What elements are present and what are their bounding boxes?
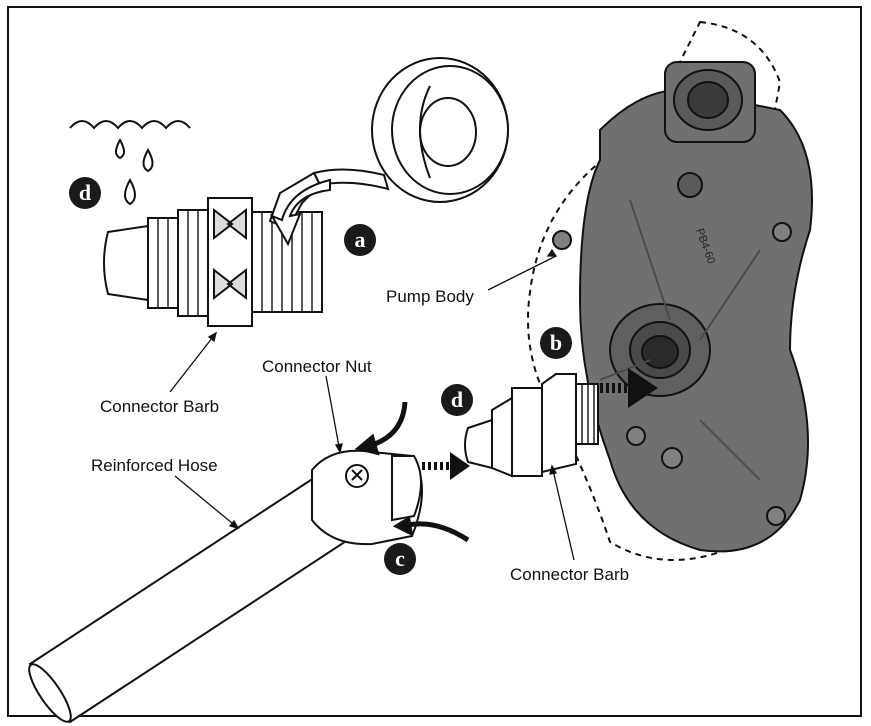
step-d-top-text: d [79, 180, 91, 205]
step-d-mid-badge: d [441, 384, 473, 416]
connector-nut-part [311, 449, 423, 546]
insert-arrow-b [600, 368, 658, 408]
label-connector-nut: Connector Nut [262, 357, 372, 376]
leader-lines [169, 248, 575, 561]
step-a-badge: a [344, 224, 376, 256]
pump-body: PB4-60 [527, 20, 813, 561]
step-c-badge: c [384, 543, 416, 575]
label-connector-barb-bottom: Connector Barb [510, 565, 629, 584]
insert-arrow-d [422, 452, 470, 480]
rotate-arrows [354, 401, 470, 543]
reinforced-hose [28, 472, 362, 724]
step-b-badge: b [540, 327, 572, 359]
step-d-top-badge: d [69, 177, 101, 209]
step-c-text: c [395, 546, 405, 571]
label-reinforced-hose: Reinforced Hose [91, 456, 218, 475]
teflon-tape-roll [268, 57, 509, 231]
connector-barb-top-part [103, 197, 323, 327]
step-b-text: b [550, 330, 562, 355]
label-pump-body: Pump Body [386, 287, 474, 306]
step-a-text: a [355, 227, 366, 252]
water-icon [69, 120, 191, 206]
wrap-arrow [269, 178, 331, 247]
label-connector-barb-top: Connector Barb [100, 397, 219, 416]
step-d-mid-text: d [451, 387, 463, 412]
connector-barb-bottom-part [464, 373, 599, 478]
